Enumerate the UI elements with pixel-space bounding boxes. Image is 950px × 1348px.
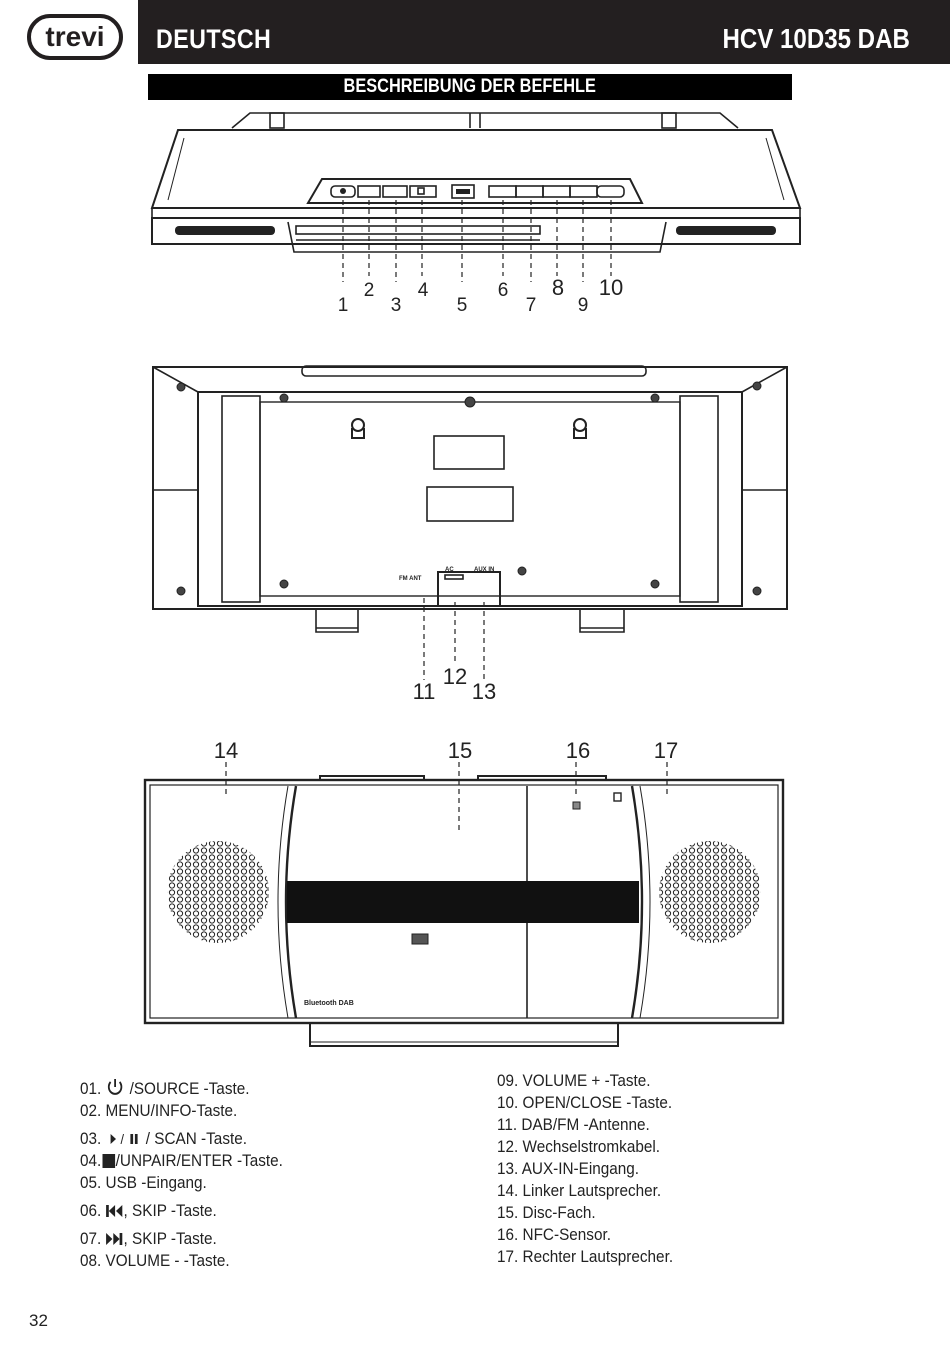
- trevi-logo-icon: trevi: [27, 14, 123, 60]
- callout-16: 16: [566, 738, 590, 763]
- front-view-callouts: 14 15 16 17: [214, 738, 678, 763]
- top-view-diagram: [150, 112, 802, 282]
- front-brand-label: Bluetooth DAB: [304, 1000, 354, 1007]
- legend-item-16: 16. NFC-Sensor.: [497, 1225, 611, 1244]
- model-label: HCV 10D35 DAB: [722, 23, 910, 54]
- header-bar: [138, 0, 950, 64]
- callout-10: 10: [599, 275, 623, 300]
- skip-forward-icon: [106, 1233, 123, 1245]
- legend-item-09: 09. VOLUME + -Taste.: [497, 1071, 651, 1090]
- legend-item-12: 12. Wechselstromkabel.: [497, 1137, 661, 1156]
- legend-right: 09. VOLUME + -Taste. 10. OPEN/CLOSE -Tas…: [497, 1070, 693, 1268]
- language-label: DEUTSCH: [156, 24, 272, 54]
- section-title-text: BESCHREIBUNG DER BEFEHLE: [343, 76, 597, 97]
- callout-1: 1: [338, 295, 349, 316]
- callout-4: 4: [418, 280, 429, 301]
- callout-3: 3: [391, 295, 402, 316]
- callout-8: 8: [552, 275, 564, 300]
- front-view-diagram: [143, 762, 785, 1047]
- play-pause-icon: /: [110, 1132, 138, 1146]
- callout-17: 17: [654, 738, 678, 763]
- callout-6: 6: [498, 280, 509, 301]
- stop-icon: [102, 1154, 115, 1168]
- page-number: 32: [29, 1311, 48, 1330]
- legend-item-05: 05. USB -Eingang.: [80, 1173, 207, 1192]
- legend-item-10: 10. OPEN/CLOSE -Taste.: [497, 1093, 673, 1112]
- callout-14: 14: [214, 738, 238, 763]
- skip-back-icon: [106, 1205, 123, 1217]
- callout-7: 7: [526, 295, 537, 316]
- aux-in-label: AUX IN: [474, 567, 494, 573]
- legend-item-06: 06. , SKIP -Taste.: [80, 1201, 217, 1220]
- svg-text:/: /: [121, 1132, 125, 1146]
- legend-item-08: 08. VOLUME - -Taste.: [80, 1251, 230, 1270]
- left-speaker-grille: [167, 841, 269, 943]
- legend-left: 01. /SOURCE -Taste. 02. MENU/INFO-Taste.…: [80, 1078, 305, 1272]
- legend-item-13: 13. AUX-IN-Eingang.: [497, 1159, 640, 1178]
- callout-13: 13: [472, 679, 496, 704]
- back-view-diagram: [152, 365, 788, 680]
- back-view-callouts: 11 12 13: [413, 664, 497, 704]
- logo-text: trevi: [45, 21, 104, 52]
- top-view-callouts: 1 2 3 4 5 6 7 8 9 10: [338, 275, 624, 316]
- section-title: BESCHREIBUNG DER BEFEHLE: [148, 74, 792, 100]
- callout-9: 9: [578, 295, 589, 316]
- back-view-labels: FM ANT AC AUX IN: [399, 567, 494, 582]
- power-icon: [108, 1079, 123, 1095]
- callout-5: 5: [457, 295, 468, 316]
- callout-11: 11: [413, 679, 436, 704]
- legend-item-11: 11. DAB/FM -Antenne.: [497, 1115, 650, 1134]
- legend-item-01: 01. /SOURCE -Taste.: [80, 1079, 250, 1098]
- trevi-logo: trevi: [0, 0, 138, 64]
- legend-item-14: 14. Linker Lautsprecher.: [497, 1181, 662, 1200]
- callout-12: 12: [443, 664, 467, 689]
- legend-item-07: 07. , SKIP -Taste.: [80, 1229, 217, 1248]
- page-header: trevi DEUTSCH HCV 10D35 DAB: [0, 0, 950, 64]
- fm-ant-label: FM ANT: [399, 576, 422, 582]
- legend-item-02: 02. MENU/INFO-Taste.: [80, 1101, 238, 1120]
- legend-item-04: 04. /UNPAIR/ENTER -Taste.: [80, 1151, 283, 1170]
- callout-15: 15: [448, 738, 472, 763]
- legend-item-15: 15. Disc-Fach.: [497, 1203, 596, 1222]
- ac-label: AC: [445, 567, 454, 573]
- right-speaker-grille: [659, 841, 761, 943]
- callout-2: 2: [364, 280, 375, 301]
- legend-item-17: 17. Rechter Lautsprecher.: [497, 1247, 674, 1266]
- legend-item-03: 03. / / SCAN -Taste.: [80, 1129, 247, 1148]
